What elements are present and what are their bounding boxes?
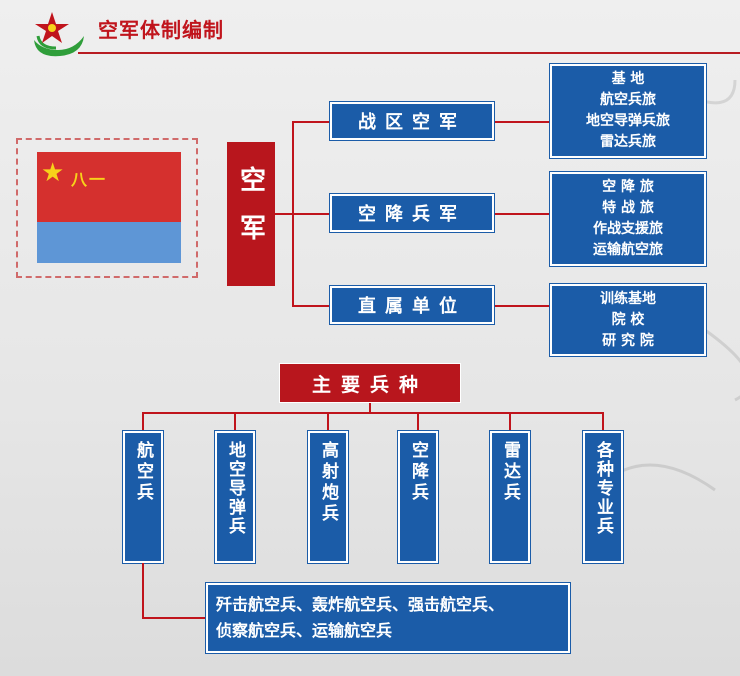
unit-item: 空 降 旅: [602, 179, 654, 195]
branch-surface-to-air-missile: 地空导弹兵: [215, 431, 255, 563]
connector: [369, 403, 371, 413]
root-node-air-force: 空军: [227, 142, 275, 286]
connector: [509, 412, 511, 432]
connector: [275, 213, 293, 215]
node-airborne-corps: 空降兵军: [330, 194, 494, 232]
unit-item: 训练基地: [600, 290, 656, 307]
branch-anti-aircraft-artillery: 高射炮兵: [308, 431, 348, 563]
title-divider: [78, 52, 740, 54]
star-icon: ★: [41, 158, 65, 188]
branch-specialized: 各种专业兵: [583, 431, 623, 563]
connector: [142, 563, 144, 618]
flag-blue-band: [37, 222, 181, 263]
branch-airborne: 空降兵: [398, 431, 438, 563]
unit-item: 运输航空旅: [593, 242, 663, 258]
connector: [417, 412, 419, 432]
connector: [494, 213, 550, 215]
connector: [142, 412, 144, 432]
aviation-subtypes: 歼击航空兵、轰炸航空兵、强击航空兵、 侦察航空兵、运输航空兵: [206, 583, 570, 653]
connector: [142, 617, 206, 619]
connector: [494, 121, 550, 123]
page-title: 空军体制编制: [98, 18, 224, 42]
unit-item: 雷达兵旅: [600, 134, 656, 150]
branch-radar: 雷达兵: [490, 431, 530, 563]
branch-label: 空降兵: [408, 441, 428, 504]
air-force-logo-icon: [34, 12, 84, 57]
branch-label: 地空导弹兵: [225, 441, 245, 536]
unit-item: 地空导弹兵旅: [586, 113, 670, 129]
connector: [292, 121, 330, 123]
unit-item: 院 校: [611, 311, 645, 328]
node-theater-air-force: 战区空军: [330, 102, 494, 140]
branch-label: 高射炮兵: [318, 441, 338, 525]
branch-aviation: 航空兵: [123, 431, 163, 563]
connector: [292, 213, 330, 215]
flag-red-band: [37, 152, 181, 222]
flag-text: 八一: [71, 170, 108, 189]
air-force-flag: ★ 八一: [37, 152, 181, 263]
branch-label: 雷达兵: [500, 441, 520, 504]
connector: [292, 305, 330, 307]
branch-label: 航空兵: [133, 441, 153, 504]
node-main-branches: 主要兵种: [279, 363, 461, 403]
branch-label: 各种专业兵: [593, 441, 613, 536]
units-directly-affiliated: 训练基地 院 校 研 究 院: [550, 284, 706, 356]
connector: [234, 412, 236, 432]
unit-item: 研 究 院: [602, 332, 654, 349]
flag-frame: [16, 138, 198, 278]
unit-item: 航空兵旅: [600, 92, 656, 108]
units-airborne-corps: 空 降 旅 特 战 旅 作战支援旅 运输航空旅: [550, 172, 706, 266]
unit-item: 作战支援旅: [593, 221, 663, 237]
connector: [602, 412, 604, 432]
unit-item: 基 地: [611, 71, 645, 87]
connector: [494, 305, 550, 307]
aviation-subtypes-line: 侦察航空兵、运输航空兵: [216, 621, 393, 640]
node-directly-affiliated-units: 直属单位: [330, 286, 494, 324]
connector: [142, 412, 604, 414]
connector: [327, 412, 329, 432]
aviation-subtypes-line: 歼击航空兵、轰炸航空兵、强击航空兵、: [216, 595, 505, 614]
unit-item: 特 战 旅: [602, 200, 654, 216]
units-theater-air-force: 基 地 航空兵旅 地空导弹兵旅 雷达兵旅: [550, 64, 706, 158]
